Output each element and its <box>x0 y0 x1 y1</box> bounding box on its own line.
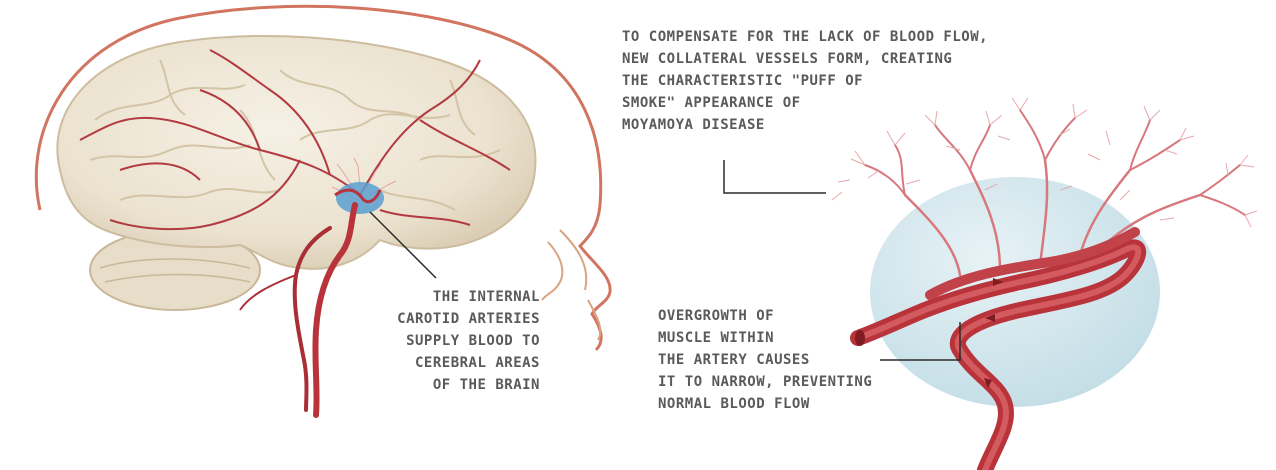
label-line: MUSCLE WITHIN <box>658 327 872 349</box>
magnified-bubble <box>870 177 1160 407</box>
label-line: OVERGROWTH OF <box>658 305 872 327</box>
label-line: MOYAMOYA DISEASE <box>622 114 988 136</box>
label-line: CEREBRAL AREAS <box>382 352 540 374</box>
label-line: OF THE BRAIN <box>382 374 540 396</box>
label-line: NEW COLLATERAL VESSELS FORM, CREATING <box>622 48 988 70</box>
label-line: SMOKE" APPEARANCE OF <box>622 92 988 114</box>
label-line: TO COMPENSATE FOR THE LACK OF BLOOD FLOW… <box>622 26 988 48</box>
label-line: IT TO NARROW, PREVENTING <box>658 371 872 393</box>
artery-narrowing-label: OVERGROWTH OF MUSCLE WITHIN THE ARTERY C… <box>658 305 872 415</box>
label-line: NORMAL BLOOD FLOW <box>658 393 872 415</box>
label-line: SUPPLY BLOOD TO <box>382 330 540 352</box>
carotid-arteries-label: THE INTERNAL CAROTID ARTERIES SUPPLY BLO… <box>382 286 540 396</box>
brain <box>57 36 535 269</box>
label-line: THE CHARACTERISTIC "PUFF OF <box>622 70 988 92</box>
collateral-vessels-label: TO COMPENSATE FOR THE LACK OF BLOOD FLOW… <box>622 26 988 136</box>
collateral-leader-line <box>724 160 826 193</box>
label-line: CAROTID ARTERIES <box>382 308 540 330</box>
label-line: THE ARTERY CAUSES <box>658 349 872 371</box>
ear-detail <box>542 242 562 300</box>
label-line: THE INTERNAL <box>382 286 540 308</box>
